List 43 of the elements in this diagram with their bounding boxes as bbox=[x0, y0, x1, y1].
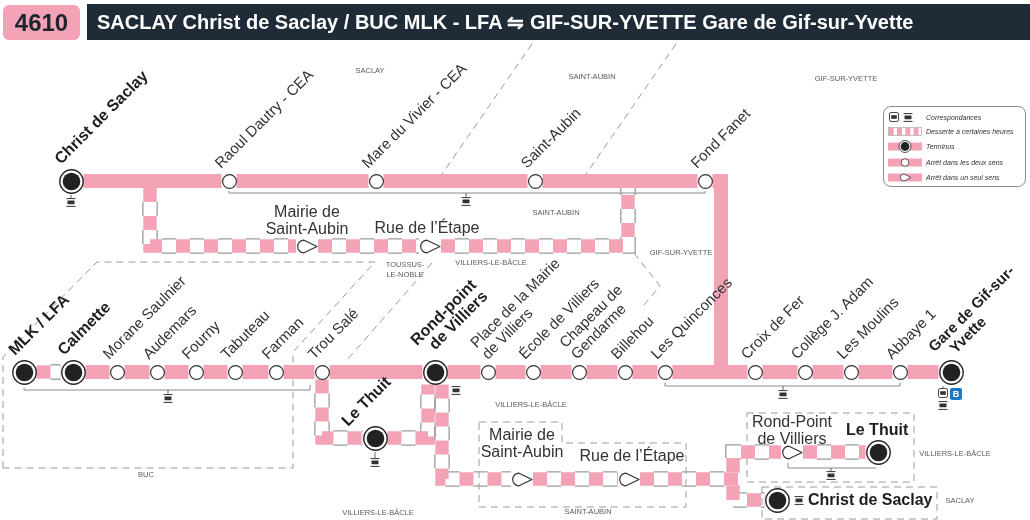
route-line bbox=[628, 174, 698, 188]
route-line bbox=[150, 174, 222, 188]
rail-line-badge: B bbox=[950, 388, 962, 400]
hatched-route-line bbox=[314, 379, 363, 446]
stop-name: Rond-Point de Villiers bbox=[750, 413, 833, 447]
route-title: SACLAY Christ de Saclay / BUC MLK - LFA ⇋ GIF-SUR-YVETTE Gare de Gif-sur-Yvette bbox=[97, 10, 914, 34]
stop-name: Le Thuit bbox=[846, 421, 910, 438]
route-line bbox=[236, 174, 369, 188]
route-line bbox=[85, 365, 110, 379]
hatched-route-line bbox=[803, 444, 866, 460]
route-line bbox=[672, 365, 721, 379]
route-line bbox=[164, 365, 189, 379]
route-line bbox=[586, 365, 618, 379]
hatched-route-line bbox=[725, 444, 781, 472]
hatched-route-line bbox=[36, 364, 61, 380]
route-line bbox=[383, 174, 528, 188]
route-line bbox=[907, 365, 939, 379]
route-line bbox=[329, 365, 423, 379]
route-line bbox=[495, 365, 526, 379]
route-line bbox=[447, 365, 481, 379]
hatched-route-line bbox=[434, 384, 511, 487]
route-line bbox=[762, 365, 798, 379]
stop-name: Mairie de Saint-Aubin bbox=[479, 426, 565, 460]
route-line bbox=[203, 365, 228, 379]
route-line bbox=[858, 365, 893, 379]
route-line bbox=[242, 365, 269, 379]
stop-name: Rue de l’Étape bbox=[373, 219, 481, 236]
hatched-route-line bbox=[725, 486, 765, 508]
route-line bbox=[283, 365, 315, 379]
stop-name: Christ de Saclay bbox=[808, 491, 934, 508]
line-number: 4610 bbox=[3, 5, 80, 40]
route-line bbox=[632, 365, 658, 379]
route-line bbox=[540, 365, 572, 379]
stop-name: Rue de l’Étape bbox=[578, 447, 686, 464]
stop-name: Mairie de Saint-Aubin bbox=[264, 203, 350, 237]
hatched-route-line bbox=[533, 471, 618, 487]
hatched-route-line bbox=[387, 384, 436, 446]
route-line bbox=[542, 174, 628, 188]
route-line bbox=[124, 365, 150, 379]
hatched-route-line bbox=[640, 471, 740, 487]
hatched-route-line bbox=[318, 238, 419, 254]
hatched-route-line bbox=[441, 188, 636, 254]
route-line bbox=[812, 365, 844, 379]
